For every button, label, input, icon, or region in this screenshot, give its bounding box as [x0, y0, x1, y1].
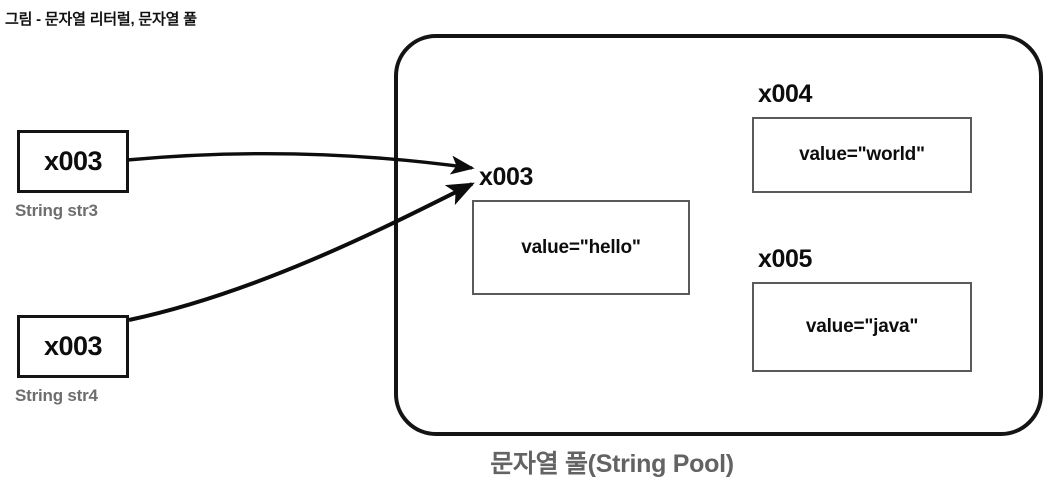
pool-object-field-box-java: value="java": [752, 282, 972, 372]
variable-box-str4: x003: [17, 315, 129, 378]
page-title: 그림 - 문자열 리터럴, 문자열 풀: [5, 11, 197, 28]
variable-box-str3: x003: [17, 130, 129, 193]
pool-object-id-x003: x003: [479, 163, 534, 191]
string-pool-caption: 문자열 풀(String Pool): [490, 450, 734, 478]
pool-object-id-x005: x005: [758, 245, 813, 273]
pool-object-field-box-world: value="world": [752, 117, 972, 193]
pool-object-field-value: value="java": [805, 316, 919, 337]
variable-label-str4: String str4: [15, 386, 98, 405]
variable-label-str3: String str3: [15, 201, 98, 220]
pool-object-field-box-hello: value="hello": [472, 200, 690, 295]
pool-object-field-value: value="world": [799, 144, 925, 165]
pool-object-id-x004: x004: [758, 80, 813, 108]
pool-object-field-value: value="hello": [521, 236, 641, 258]
variable-value: x003: [43, 331, 103, 361]
variable-value: x003: [43, 146, 103, 176]
